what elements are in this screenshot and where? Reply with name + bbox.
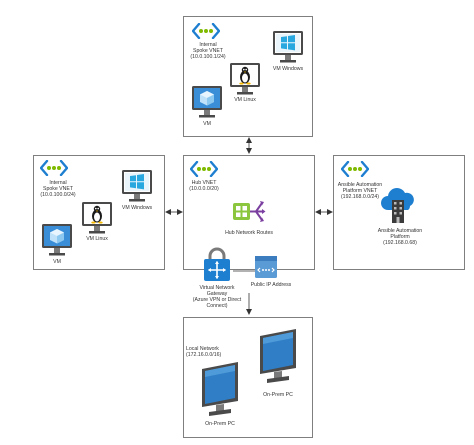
top-spoke-title-line-1: Internal <box>199 42 217 48</box>
left-vm-windows-label: VM Windows <box>121 205 153 211</box>
hub-gateway-line-4: Connect) <box>206 303 228 309</box>
left-spoke-title-line-2: Spoke VNET <box>43 186 73 192</box>
left-vm-linux-label: VM Linux <box>86 236 108 242</box>
top-spoke-title-line-2: Spoke VNET <box>193 48 223 54</box>
aap-title-line-1: Ansible Automation <box>337 182 383 188</box>
public-ip-icon <box>255 256 277 278</box>
onprem-pc-left-label: On-Prem PC <box>205 421 235 427</box>
top-vm-windows-label: VM Windows <box>272 66 304 72</box>
aap-platform-line-2: Platform <box>390 234 410 240</box>
vm-monitor-icon <box>42 224 72 256</box>
aap-platform-line-3: (192.168.0.68) <box>383 240 417 246</box>
windows-monitor-icon <box>122 170 152 202</box>
left-spoke-title-line-1: Internal <box>49 180 67 186</box>
top-vm-linux-label: VM Linux <box>234 97 256 103</box>
left-vm-label: VM <box>53 259 61 265</box>
hub-routes-label: Hub Network Routes <box>225 230 273 236</box>
onprem-title-line-2: (172.16.0.0/16) <box>186 352 222 358</box>
linux-monitor-icon <box>82 202 112 234</box>
aap-title-line-2: Platform VNET <box>342 188 378 194</box>
left-spoke-title-line-3: (10.0.100.0/24) <box>40 192 76 198</box>
onprem-pc-right-label: On-Prem PC <box>263 392 293 398</box>
linux-monitor-icon <box>230 63 260 95</box>
vm-monitor-icon <box>192 86 222 118</box>
hub-title-line-2: (10.0.0.0/20) <box>189 186 219 192</box>
aap-title-line-3: (192.168.0.0/24) <box>340 194 380 200</box>
aap-platform-line-1: Ansible Automation <box>377 228 423 234</box>
top-spoke-title-line-3: (10.0.100.1/24) <box>190 54 226 60</box>
hub-gateway-line-2: Gateway <box>206 291 228 297</box>
hub-gateway-line-3: (Azure VPN or Direct <box>192 297 242 303</box>
onprem-title-line-1: Local Network <box>186 346 219 352</box>
top-vm-label: VM <box>203 121 211 127</box>
hub-title-line-1: Hub VNET <box>191 180 217 186</box>
vnet-icon <box>192 23 220 39</box>
vnet-icon <box>341 161 369 177</box>
pc-monitor-icon <box>202 362 238 416</box>
vnet-icon <box>40 160 68 176</box>
cloud-building-icon <box>381 188 414 223</box>
hub-gateway-line-1: Virtual Network <box>199 285 235 291</box>
hub-public-ip-label: Public IP Address <box>250 282 292 288</box>
vpn-gateway-icon <box>204 247 230 281</box>
pc-monitor-icon <box>260 329 296 383</box>
windows-monitor-icon <box>273 31 303 63</box>
vnet-icon <box>190 161 218 177</box>
network-routes-icon <box>233 201 266 222</box>
